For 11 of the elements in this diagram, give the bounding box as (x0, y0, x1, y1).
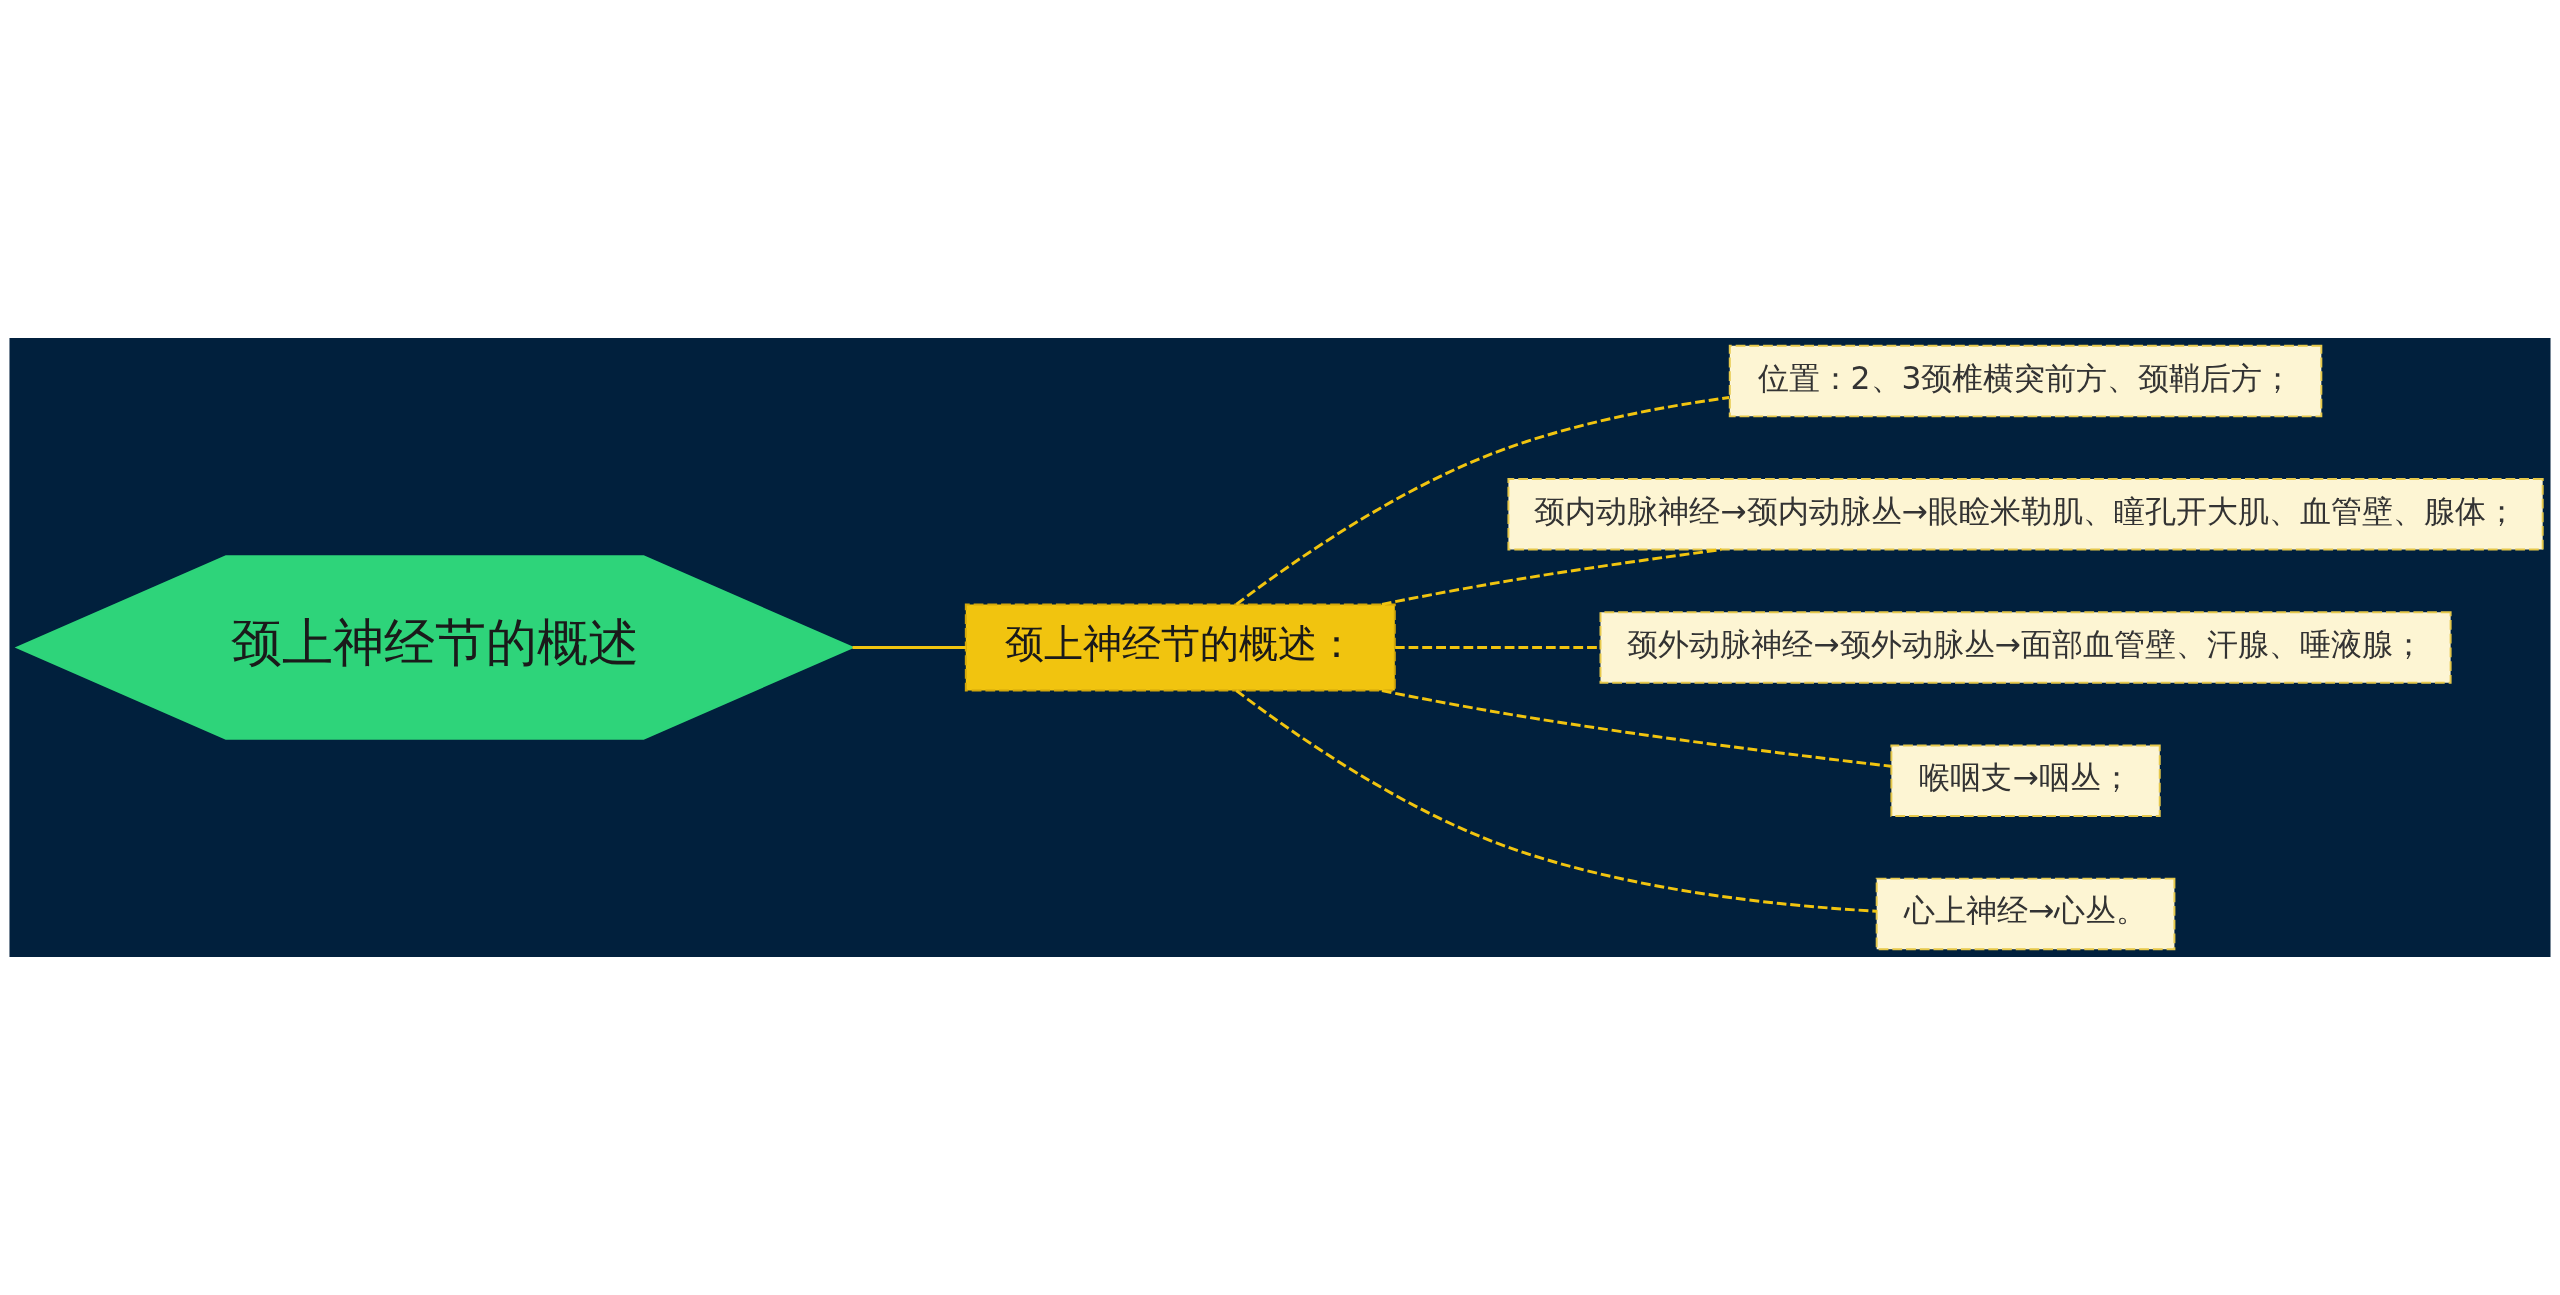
node-box: 位置：2、3颈椎横突前方、颈鞘后方； (1728, 344, 2323, 418)
connector (852, 646, 966, 649)
node-box: 心上神经→心丛。 (1875, 877, 2176, 951)
connector (1235, 689, 1877, 913)
connector (1381, 548, 1722, 606)
connector (1235, 396, 1730, 606)
connector (1381, 689, 1891, 768)
node-box: 颈上神经节的概述： (964, 603, 1396, 692)
node-box: 颈内动脉神经→颈内动脉丛→眼睑米勒肌、瞳孔开大肌、血管壁、腺体； (1507, 478, 2544, 551)
node-box: 颈外动脉神经→颈外动脉丛→面部血管壁、汗腺、唾液腺； (1599, 611, 2452, 684)
node-box: 喉咽支→咽丛； (1890, 744, 2161, 817)
